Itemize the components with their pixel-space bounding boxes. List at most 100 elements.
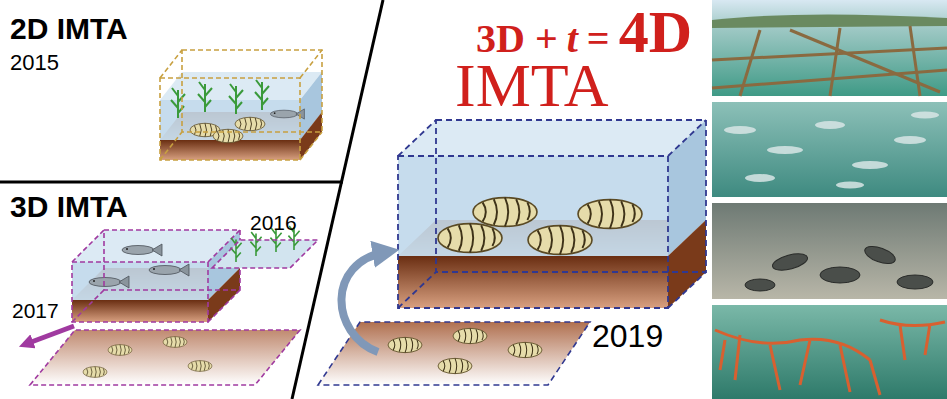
main-heading: IMTA <box>455 54 608 116</box>
illustration-part <box>108 345 132 356</box>
illustration-part <box>72 300 208 322</box>
illustration-part <box>255 80 269 110</box>
illustration-part <box>715 330 880 395</box>
divider-line <box>0 0 383 399</box>
illustration-part <box>745 279 775 291</box>
illustration-part <box>712 203 947 299</box>
illustration-part <box>715 320 945 395</box>
illustration-part <box>398 156 668 256</box>
illustration-part <box>300 50 322 78</box>
illustration-part <box>712 48 947 60</box>
illustration-part <box>745 243 933 291</box>
illustration-part <box>160 132 182 160</box>
photo-panel <box>712 0 947 399</box>
illustration-part <box>836 182 864 189</box>
illustration-part <box>712 305 947 399</box>
formula-part: t <box>567 19 578 59</box>
illustration-part <box>438 224 502 253</box>
illustration-part <box>160 50 322 160</box>
illustration-part <box>820 267 860 283</box>
illustration-part <box>767 146 803 154</box>
illustration-part <box>438 358 472 373</box>
illustration-part <box>897 275 933 289</box>
illustration-part <box>318 322 590 385</box>
illustration-part <box>398 120 706 308</box>
illustration-part <box>398 272 436 308</box>
illustration-part <box>436 120 706 272</box>
illustration-part <box>171 88 185 118</box>
illustration-part <box>863 243 898 267</box>
illustration-part <box>712 26 947 96</box>
illustration-part <box>712 14 947 28</box>
illustration-part <box>668 120 706 156</box>
illustration-part <box>473 198 537 227</box>
formula-part: 3D + <box>476 19 558 59</box>
illustration-part <box>163 337 187 348</box>
illustration-part <box>212 240 318 268</box>
illustration-part <box>300 112 322 160</box>
illustration-part <box>911 112 939 119</box>
formula-part: = <box>587 19 610 59</box>
illustration-part <box>30 330 300 385</box>
illustration-part <box>528 226 592 255</box>
illustration-part <box>0 181 343 184</box>
illustration-part <box>230 238 241 262</box>
illustration-part <box>318 322 590 385</box>
illustration-part <box>453 328 487 343</box>
illustration-part <box>72 262 208 300</box>
illustration-part <box>398 156 668 308</box>
illustration-part <box>72 230 104 262</box>
year-label: 2015 <box>10 52 59 74</box>
illustration-part <box>30 330 300 385</box>
illustration-part <box>188 361 212 372</box>
illustration-part <box>198 82 212 112</box>
illustration-part <box>880 320 945 360</box>
illustration-part <box>398 120 706 156</box>
illustration-part <box>208 268 240 322</box>
illustration-part <box>208 290 240 322</box>
year-label: 2016 <box>250 212 297 233</box>
illustration-part <box>910 26 920 96</box>
illustration-part <box>250 232 261 256</box>
illustration-part <box>830 28 840 96</box>
illustration-part <box>740 30 760 96</box>
illustration-part <box>668 272 706 308</box>
illustration-part <box>72 230 240 322</box>
illustration-part <box>578 200 642 229</box>
illustration-part <box>122 244 162 256</box>
formula-row: 3D +t=4D <box>476 2 692 62</box>
illustration-part <box>745 174 775 182</box>
year-label: 2019 <box>592 320 663 352</box>
formula-result: 4D <box>619 2 692 62</box>
illustration-part <box>89 276 129 288</box>
panel-heading: 2D IMTA <box>10 14 128 44</box>
illustration-part <box>83 367 107 378</box>
illustration-part <box>724 126 756 134</box>
illustration-part <box>668 220 706 308</box>
illustration-part <box>712 102 947 197</box>
illustration-part <box>160 50 182 78</box>
illustration-part <box>72 290 104 322</box>
illustration-part <box>712 0 947 96</box>
illustration-part <box>300 132 322 160</box>
illustration-part <box>182 50 322 132</box>
illustration-part <box>160 78 300 160</box>
cube-4d <box>318 120 706 385</box>
illustration-part <box>894 136 926 144</box>
cube-3d <box>26 226 318 385</box>
illustration-part <box>852 161 888 169</box>
illustration-part <box>398 256 668 308</box>
illustration-part <box>72 262 208 322</box>
year-label: 2017 <box>12 300 59 321</box>
illustration-part <box>26 326 74 344</box>
illustration-part <box>815 121 845 129</box>
illustration-part <box>724 112 939 189</box>
illustration-part <box>149 264 189 276</box>
illustration-part <box>771 251 809 274</box>
illustration-part <box>235 117 265 131</box>
panel-heading: 3D IMTA <box>10 192 128 222</box>
illustration-part <box>229 84 243 114</box>
cube-2d <box>160 50 322 160</box>
illustration-part <box>388 337 422 352</box>
illustration-part <box>790 30 940 92</box>
